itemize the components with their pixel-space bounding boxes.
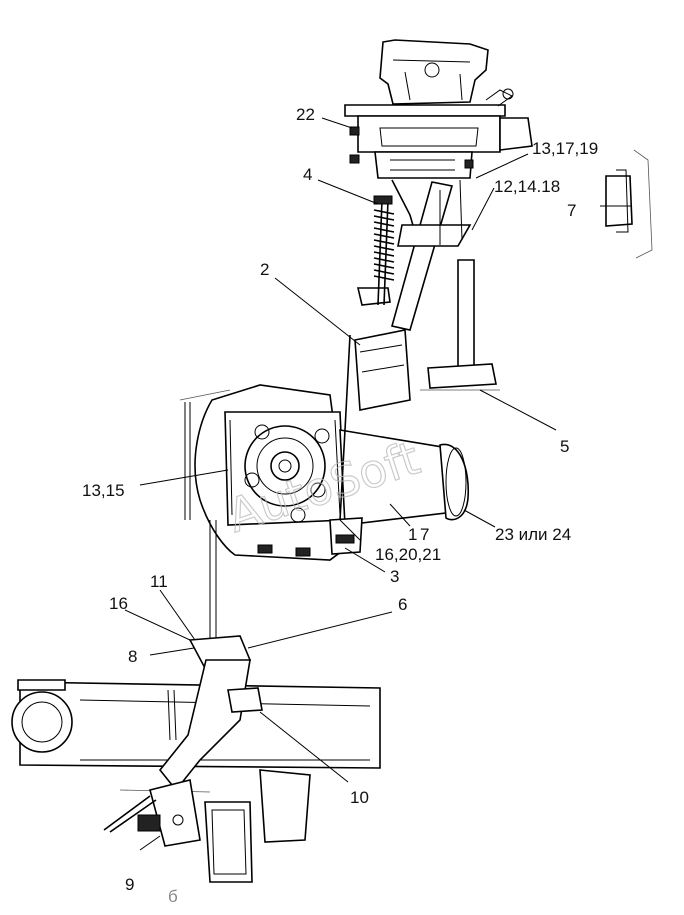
callout-b: б <box>168 887 178 906</box>
callout-9: 9 <box>125 875 134 894</box>
seed-meter-housing <box>179 384 351 561</box>
callout-2: 2 <box>260 260 269 279</box>
callout-3: 3 <box>390 567 399 586</box>
callout-6: 6 <box>398 595 407 614</box>
part-7-detail <box>605 149 653 259</box>
seed-tube-outlet <box>339 429 470 526</box>
callout-5: 5 <box>560 437 569 456</box>
callout-17: 7 <box>420 525 429 544</box>
lower-bracket <box>103 635 263 847</box>
callout-16-20-21: 16,20,21 <box>375 545 441 564</box>
support-post <box>420 259 500 391</box>
leader-lines <box>124 117 632 851</box>
callout-13-15: 13,15 <box>82 481 125 500</box>
callout-7: 7 <box>567 201 576 220</box>
callout-11: 11 <box>150 572 168 591</box>
callout-10: 10 <box>350 788 369 807</box>
frame-beam <box>11 679 381 883</box>
top-mount-assembly <box>344 39 533 179</box>
upper-arm <box>391 179 472 331</box>
meter-bracket <box>329 329 411 555</box>
callout-4: 4 <box>303 165 312 184</box>
callout-1: 1 <box>408 525 417 544</box>
callout-labels: 22 13,17,19 4 12,14.18 7 2 5 13,15 1 7 2… <box>82 105 598 906</box>
callout-23-or-24: 23 или 24 <box>495 525 571 544</box>
callout-12-14-18: 12,14.18 <box>494 177 560 196</box>
callout-22: 22 <box>296 105 315 124</box>
callout-13-17-19: 13,17,19 <box>532 139 598 158</box>
callout-16: 16 <box>109 594 128 613</box>
callout-8: 8 <box>128 647 137 666</box>
